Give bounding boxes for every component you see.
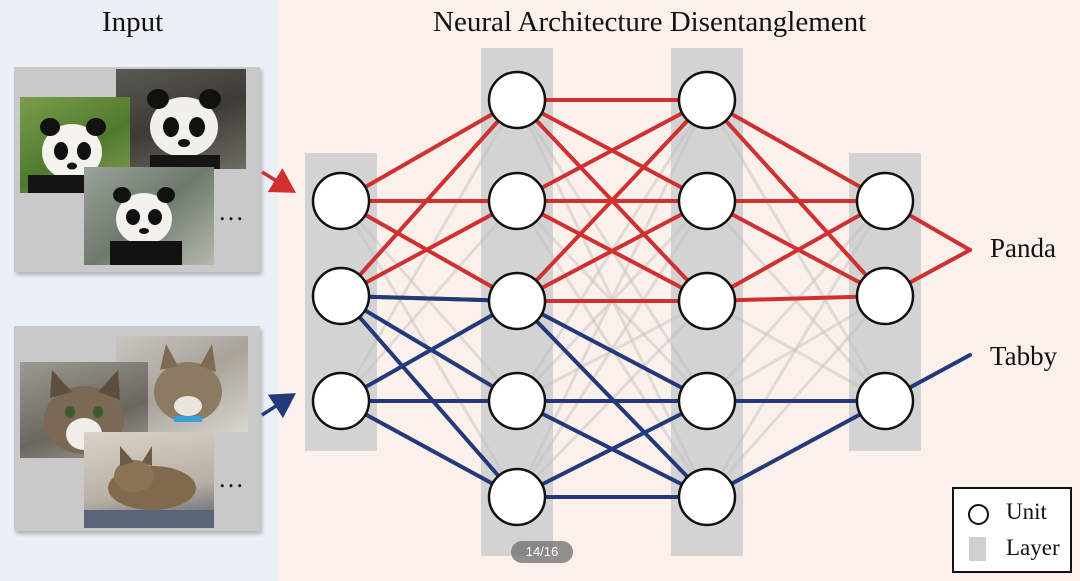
faint-connection <box>515 98 709 499</box>
tabby-path-connection <box>339 294 519 403</box>
tabby-more-ellipsis: … <box>218 464 245 493</box>
layer-icon <box>969 537 986 561</box>
unit-l1-u2 <box>311 266 371 326</box>
unit-l3-u4 <box>677 371 737 431</box>
class-label-tabby: Tabby <box>990 341 1058 371</box>
faint-connection <box>705 199 887 403</box>
unit-l2-u1 <box>487 70 547 130</box>
faint-connection <box>339 199 519 403</box>
unit-l4-u3 <box>855 371 915 431</box>
legend: Unit Layer <box>952 487 1072 573</box>
tabby-photo-3 <box>84 432 214 528</box>
faint-connection <box>705 299 887 403</box>
tabby-path-connection <box>339 299 519 403</box>
unit-l3-u1 <box>677 70 737 130</box>
tabby-path-connection <box>515 299 709 403</box>
tabby-input-arrow <box>261 393 296 419</box>
panda-image-stack: … <box>14 67 260 272</box>
unit-l2-u3 <box>487 271 547 331</box>
panda-path-connection <box>515 98 709 303</box>
unit-l2-u2 <box>487 171 547 231</box>
legend-unit-label: Unit <box>1006 499 1047 524</box>
tabby-path-connection <box>705 399 887 499</box>
panda-path-connection <box>705 294 887 303</box>
class-label-panda: Panda <box>990 233 1056 263</box>
tabby-path-connection <box>339 294 519 303</box>
diagram-title: Neural Architecture Disentanglement <box>433 6 867 38</box>
panda-path-connection <box>339 98 519 203</box>
legend-layer-label: Layer <box>1006 535 1060 560</box>
unit-icon <box>968 504 989 525</box>
panda-path-connection <box>705 98 887 298</box>
panda-photo-3 <box>84 167 214 265</box>
tabby-image-stack: … <box>14 326 260 531</box>
faint-connection <box>515 98 709 499</box>
tabby-path-connection <box>515 399 709 499</box>
panda-path-connection <box>339 199 519 298</box>
unit-l3-u2 <box>677 171 737 231</box>
unit-l1-u1 <box>311 171 371 231</box>
unit-l4-u2 <box>855 266 915 326</box>
tabby-path-connection <box>339 399 519 499</box>
faint-connection <box>705 199 887 403</box>
unit-l2-u4 <box>487 371 547 431</box>
unit-l4-u1 <box>855 171 915 231</box>
panda-photo-1 <box>116 69 246 169</box>
unit-l3-u3 <box>677 271 737 331</box>
faint-connection <box>339 199 519 403</box>
faint-connection <box>705 199 887 499</box>
unit-l1-u3 <box>311 371 371 431</box>
panda-path-connection <box>515 98 709 203</box>
panda-path-connection <box>339 199 519 303</box>
panda-path-connection <box>339 98 519 298</box>
panda-path-connection <box>705 199 887 298</box>
input-title: Input <box>102 6 164 38</box>
page-indicator: 14/16 <box>511 541 573 563</box>
panda-path-connection <box>705 98 887 203</box>
panda-more-ellipsis: … <box>218 197 245 226</box>
unit-l2-u5 <box>487 467 547 527</box>
panda-path-connection <box>705 199 887 303</box>
tabby-path-connection <box>339 294 519 499</box>
faint-connection <box>705 294 887 403</box>
faint-connection <box>705 294 887 499</box>
panda-input-arrow <box>261 168 296 193</box>
panda-path-connection <box>515 199 709 303</box>
unit-l3-u5 <box>677 467 737 527</box>
